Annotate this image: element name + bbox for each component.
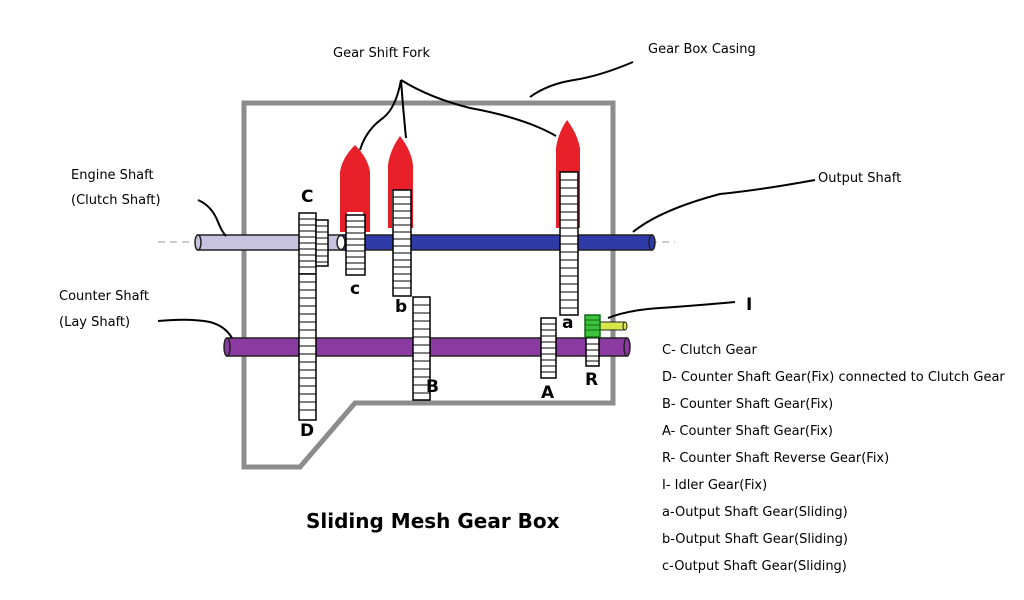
shift-fork-c: [340, 145, 370, 232]
gear-counter-D: [298, 273, 317, 421]
gear-letter-R: R: [585, 370, 599, 390]
leader-fork-b: [400, 79, 407, 139]
leader-counter-shaft: [157, 318, 233, 339]
gear-letter-A: A: [541, 383, 555, 403]
legend-item-A: A- Counter Shaft Gear(Fix): [662, 424, 833, 439]
legend-item-I: I- Idler Gear(Fix): [662, 478, 768, 493]
gear-letter-D: D: [300, 421, 315, 441]
shaft-coupling: [336, 234, 346, 251]
legend-item-c: c-Output Shaft Gear(Sliding): [662, 559, 847, 574]
gear-letter-B: B: [426, 377, 439, 397]
gear-output-b: [392, 189, 412, 297]
label-lay-shaft: (Lay Shaft): [59, 315, 131, 330]
leader-idler: [607, 301, 736, 319]
label-gear-shift-fork: Gear Shift Fork: [333, 46, 431, 61]
output-shaft: [341, 234, 653, 251]
legend-item-D: D- Counter Shaft Gear(Fix) connected to …: [662, 370, 1005, 385]
gear-output-a: [559, 171, 579, 316]
gear-counter-A: [540, 317, 557, 379]
diagram-title: Sliding Mesh Gear Box: [306, 509, 560, 533]
gear-box-casing: [241, 100, 616, 470]
engine-shaft-end: [194, 234, 202, 251]
gear-counter-R: [585, 331, 600, 367]
shift-fork-a: [556, 120, 580, 228]
counter-shaft-left-end: [223, 337, 231, 357]
gear-letter-c: c: [350, 279, 361, 299]
gear-counter-B: [412, 296, 431, 401]
gear-letter-b: b: [395, 297, 408, 317]
idler-shaft-end: [622, 321, 628, 331]
legend-item-b: b-Output Shaft Gear(Sliding): [662, 532, 848, 547]
label-gear-box-casing: Gear Box Casing: [648, 42, 756, 57]
legend-item-B: B- Counter Shaft Gear(Fix): [662, 397, 834, 412]
leader-fork-c: [359, 79, 402, 151]
shift-fork-b: [388, 136, 413, 228]
leader-fork-a: [400, 79, 557, 137]
label-output-shaft: Output Shaft: [818, 171, 902, 186]
output-shaft-end: [648, 234, 656, 251]
label-clutch-shaft: (Clutch Shaft): [71, 193, 161, 208]
counter-shaft-right-end: [623, 337, 631, 357]
gear-idler-I: [584, 314, 601, 338]
leader-engine-shaft: [197, 199, 227, 237]
legend-item-R: R- Counter Shaft Reverse Gear(Fix): [662, 451, 890, 466]
legend-item-C: C- Clutch Gear: [662, 343, 757, 358]
leader-casing: [529, 61, 634, 98]
gear-output-c: [345, 214, 366, 276]
leader-output-shaft: [632, 179, 816, 233]
label-counter-shaft: Counter Shaft: [59, 289, 149, 304]
gear-letter-C: C: [301, 187, 314, 207]
gear-clutch-C: [298, 212, 329, 275]
label-engine-shaft: Engine Shaft: [71, 168, 154, 183]
gear-letter-I: I: [746, 295, 753, 315]
gear-letter-a: a: [562, 313, 574, 333]
legend-item-a: a-Output Shaft Gear(Sliding): [662, 505, 848, 520]
gear-legend: C- Clutch Gear D- Counter Shaft Gear(Fix…: [662, 342, 1005, 585]
